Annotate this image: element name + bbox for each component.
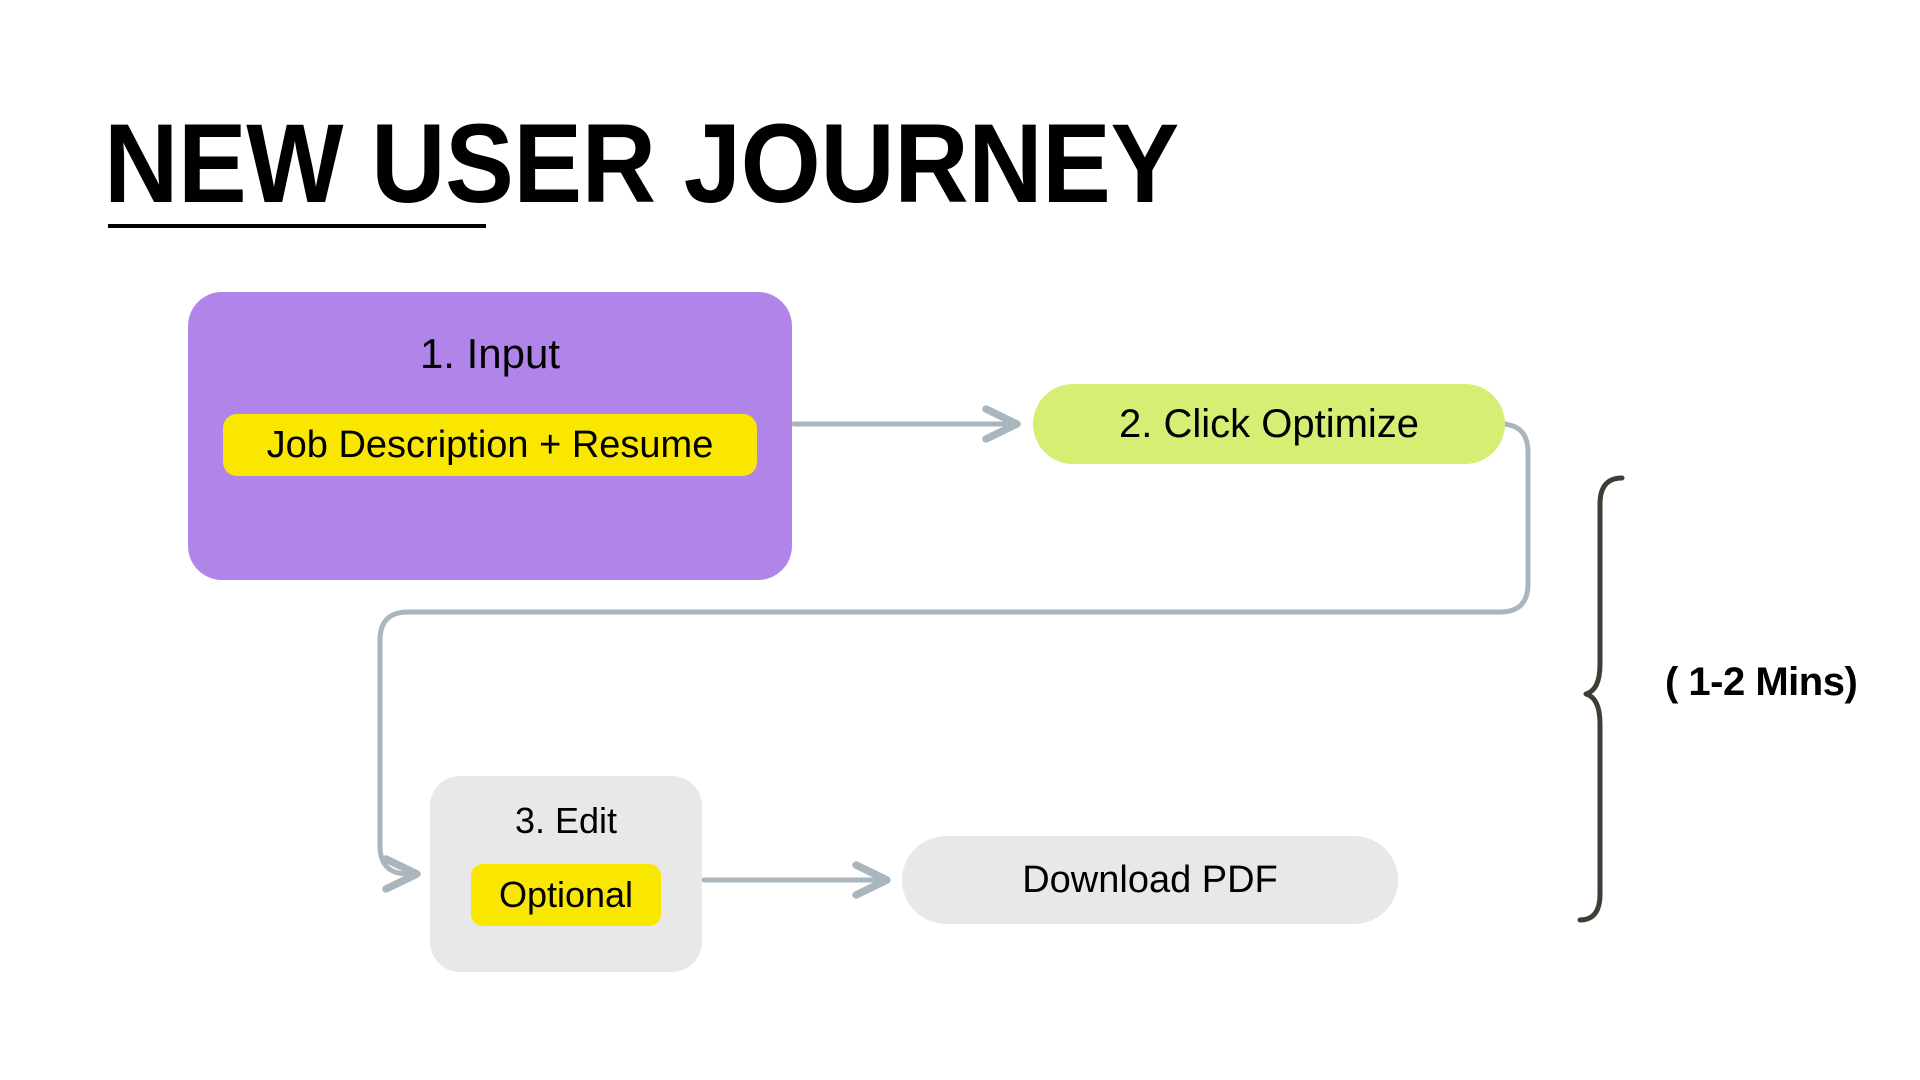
step-edit-title: 3. Edit	[514, 800, 618, 841]
duration-brace	[1577, 475, 1625, 923]
step-card-download[interactable]: Download PDF	[902, 836, 1398, 924]
step-optimize-title: 2. Click Optimize	[1118, 401, 1420, 446]
step-card-edit[interactable]: 3. Edit Optional	[430, 776, 702, 972]
step-edit-chip: Optional	[471, 864, 661, 926]
step-card-input[interactable]: 1. Input Job Description + Resume	[188, 292, 792, 580]
step-download-title: Download PDF	[1022, 858, 1278, 901]
step-card-optimize[interactable]: 2. Click Optimize	[1033, 384, 1505, 464]
title-underline-rule	[108, 224, 486, 228]
step-input-chip: Job Description + Resume	[223, 414, 757, 476]
step-input-title: 1. Input	[419, 330, 561, 377]
duration-label: ( 1-2 Mins)	[1665, 660, 1858, 704]
page-title: NEW USER JOURNEY	[104, 101, 1179, 226]
